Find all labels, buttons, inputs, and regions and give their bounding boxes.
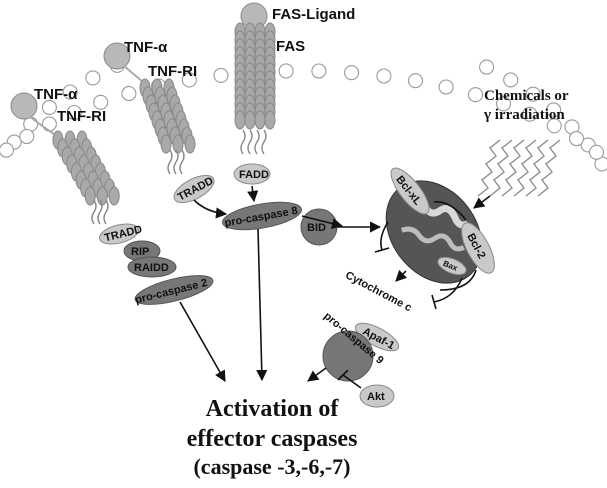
lipid-head bbox=[479, 59, 495, 75]
lipid-head bbox=[588, 144, 605, 160]
tnf-receptor-left bbox=[10, 92, 120, 225]
node-fadd bbox=[233, 163, 271, 185]
label-irradiation: γ irradiation bbox=[483, 107, 565, 123]
receptor-domain bbox=[184, 134, 196, 154]
lipid-head bbox=[522, 106, 538, 122]
receptor-domain bbox=[160, 134, 172, 154]
lipid-head bbox=[376, 68, 392, 84]
lipid-head bbox=[495, 96, 512, 112]
node-apaf-1 bbox=[354, 322, 400, 352]
lipid-head bbox=[121, 85, 137, 102]
lipid-head bbox=[546, 118, 562, 134]
lipid-head bbox=[0, 142, 14, 158]
node-bax bbox=[437, 256, 467, 276]
node-tradd-left bbox=[98, 223, 140, 245]
node-bcl-2 bbox=[461, 222, 495, 274]
node-pro-caspase-2 bbox=[134, 275, 214, 305]
label-fas: FAS bbox=[276, 38, 305, 55]
lipid-head bbox=[525, 86, 541, 102]
label-tnf-ri-mid: TNF-RI bbox=[148, 63, 197, 80]
label-raidd: RAIDD bbox=[134, 262, 169, 274]
lipid-head bbox=[311, 63, 327, 79]
lipid-head bbox=[19, 128, 35, 145]
node-raidd bbox=[127, 256, 177, 278]
lipid-head bbox=[407, 73, 424, 89]
cell-membrane bbox=[0, 57, 607, 172]
node-akt bbox=[359, 384, 395, 408]
lipid-head bbox=[93, 94, 109, 110]
lipid-head bbox=[467, 87, 484, 103]
fas-receptor bbox=[234, 2, 276, 155]
lipid-head bbox=[568, 131, 585, 147]
label-bid: BID bbox=[307, 222, 326, 234]
label-akt: Akt bbox=[367, 391, 385, 403]
node-bcl-xl bbox=[390, 167, 430, 215]
outcome-line-2: effector caspases bbox=[187, 426, 358, 452]
outcome-line-3: (caspase -3,-6,-7) bbox=[193, 454, 350, 479]
lipid-head bbox=[181, 72, 197, 88]
ray-arrow bbox=[473, 195, 491, 209]
lipid-head bbox=[85, 70, 101, 86]
lipid-head bbox=[41, 99, 57, 115]
label-chemicals: Chemicals or bbox=[484, 88, 569, 104]
mitochondrion bbox=[385, 180, 483, 284]
receptor-domain bbox=[84, 186, 96, 206]
receptor-domain bbox=[254, 110, 266, 130]
node-pro-caspase-9 bbox=[322, 330, 374, 382]
label-fadd: FADD bbox=[239, 169, 269, 181]
label-rip: RIP bbox=[131, 246, 149, 258]
receptor-domain bbox=[234, 110, 246, 130]
lipid-head bbox=[66, 104, 82, 121]
label-tnf-ri-left: TNF-RI bbox=[57, 108, 106, 125]
irradiation-rays bbox=[477, 139, 561, 197]
lipid-head bbox=[62, 84, 78, 100]
node-tradd-mid bbox=[173, 174, 215, 204]
receptor-domain bbox=[96, 186, 108, 206]
lipid-head bbox=[278, 63, 294, 79]
lipid-head bbox=[438, 79, 454, 95]
label-fas-ligand: FAS-Ligand bbox=[272, 6, 355, 23]
receptor-domain bbox=[172, 134, 184, 154]
label-cytochrome-c: Cytochrome c bbox=[343, 269, 413, 314]
lipid-head bbox=[503, 72, 519, 88]
receptor-domain bbox=[108, 186, 120, 206]
label-tnf-alpha-mid: TNF-α bbox=[124, 39, 168, 56]
label-tnf-alpha-left: TNF-α bbox=[34, 86, 78, 103]
lipid-head bbox=[213, 67, 229, 83]
pathway-arrows bbox=[179, 185, 477, 389]
receptor-domain bbox=[244, 110, 256, 130]
lipid-head bbox=[546, 102, 562, 118]
receptor-domain bbox=[264, 110, 276, 130]
outcome-line-1: Activation of bbox=[206, 396, 340, 422]
lipid-head bbox=[41, 116, 57, 132]
tnf-receptor-middle bbox=[103, 42, 196, 175]
node-pro-caspase-8 bbox=[222, 201, 302, 231]
lipid-head bbox=[344, 65, 360, 81]
